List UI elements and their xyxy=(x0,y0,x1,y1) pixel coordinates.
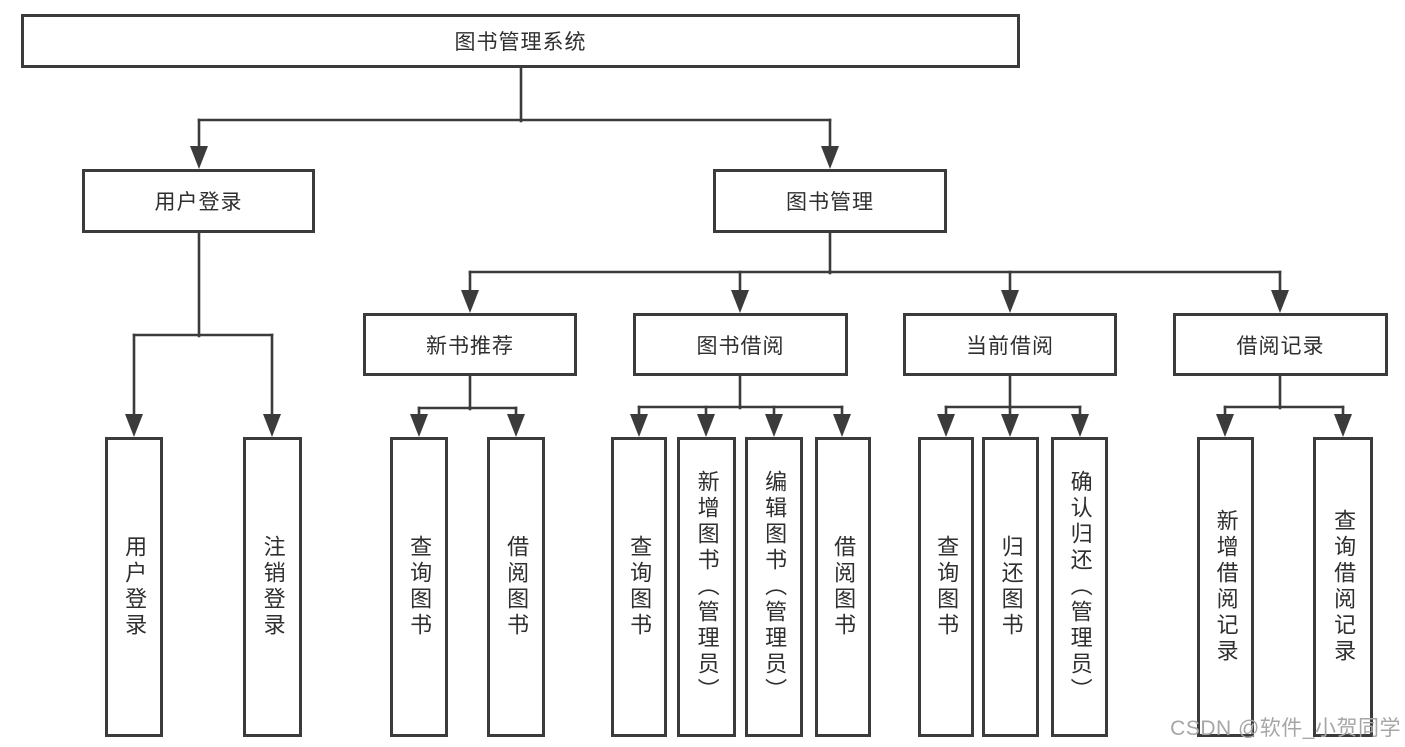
leaf-rec-borrow-book: 借阅图书 xyxy=(487,437,545,737)
node-new-book-recommend: 新书推荐 xyxy=(363,313,577,376)
leaf-borrow-query-book: 查询图书 xyxy=(611,437,667,737)
leaf-rec-query-book: 查询图书 xyxy=(390,437,448,737)
leaf-logout-label: 注销登录 xyxy=(260,535,286,639)
node-book-borrow-label: 图书借阅 xyxy=(696,334,785,358)
node-user-login: 用户登录 xyxy=(82,169,315,233)
leaf-add-borrow-record: 新增借阅记录 xyxy=(1197,437,1254,737)
leaf-query-borrow-record-label: 查询借阅记录 xyxy=(1331,509,1357,665)
leaf-rec-query-book-label: 查询图书 xyxy=(407,535,433,639)
leaf-return-book-label: 归还图书 xyxy=(998,535,1024,639)
leaf-user-login: 用户登录 xyxy=(105,437,163,737)
leaf-borrow-book: 借阅图书 xyxy=(815,437,871,737)
node-book-management: 图书管理 xyxy=(713,169,947,233)
node-book-borrow: 图书借阅 xyxy=(633,313,848,376)
node-user-login-label: 用户登录 xyxy=(154,191,243,214)
leaf-edit-book-admin: 编辑图书（管理员） xyxy=(745,437,803,737)
watermark: CSDN @软件_小贺同学 xyxy=(1170,717,1401,740)
leaf-confirm-return-admin: 确认归还（管理员） xyxy=(1051,437,1108,737)
leaf-add-borrow-record-label: 新增借阅记录 xyxy=(1213,509,1239,665)
node-current-borrow-label: 当前借阅 xyxy=(966,334,1054,358)
leaf-confirm-return-admin-label: 确认归还（管理员） xyxy=(1067,470,1093,704)
leaf-current-query-book: 查询图书 xyxy=(918,437,974,737)
leaf-add-book-admin-label: 新增图书（管理员） xyxy=(694,470,720,704)
leaf-add-book-admin: 新增图书（管理员） xyxy=(677,437,736,737)
leaf-query-borrow-record: 查询借阅记录 xyxy=(1313,437,1373,737)
node-current-borrow: 当前借阅 xyxy=(903,313,1117,376)
node-book-system: 图书管理系统 xyxy=(21,14,1020,68)
leaf-borrow-book-label: 借阅图书 xyxy=(831,535,857,639)
leaf-logout: 注销登录 xyxy=(243,437,302,737)
leaf-borrow-query-book-label: 查询图书 xyxy=(627,535,653,639)
leaf-edit-book-admin-label: 编辑图书（管理员） xyxy=(762,470,788,704)
leaf-return-book: 归还图书 xyxy=(982,437,1039,737)
node-book-management-label: 图书管理 xyxy=(786,191,874,214)
leaf-user-login-label: 用户登录 xyxy=(122,535,148,639)
node-borrow-records-label: 借阅记录 xyxy=(1236,334,1325,358)
leaf-current-query-book-label: 查询图书 xyxy=(934,535,960,639)
node-book-system-label: 图书管理系统 xyxy=(454,31,587,54)
leaf-rec-borrow-book-label: 借阅图书 xyxy=(504,535,530,639)
node-new-book-recommend-label: 新书推荐 xyxy=(426,334,514,358)
node-borrow-records: 借阅记录 xyxy=(1173,313,1388,376)
